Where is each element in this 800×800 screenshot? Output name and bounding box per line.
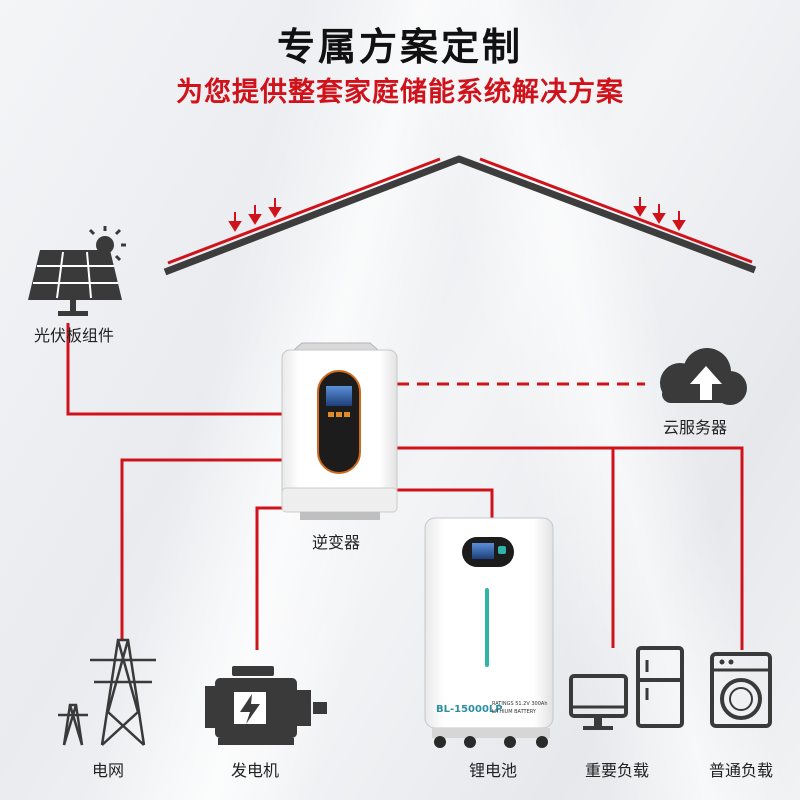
page-subtitle: 为您提供整套家庭储能系统解决方案 bbox=[176, 77, 624, 108]
inverter-label: 逆变器 bbox=[312, 533, 361, 552]
generator-icon bbox=[205, 666, 327, 745]
generator-label: 发电机 bbox=[231, 761, 280, 780]
important-load-label: 重要负载 bbox=[585, 761, 650, 780]
sunlight-arrows-left bbox=[228, 198, 282, 232]
inverter-unit bbox=[281, 342, 398, 520]
battery-model-label: BL-15000LP bbox=[436, 704, 503, 715]
fridge-icon bbox=[636, 646, 684, 728]
normal-load-label: 普通负载 bbox=[709, 761, 774, 780]
monitor-icon bbox=[569, 674, 628, 730]
washing-machine-icon bbox=[710, 652, 772, 728]
battery-unit: BL-15000LP RATINGS 51.2V 300Ah LITHIUM B… bbox=[424, 517, 554, 748]
solar-panel-label: 光伏板组件 bbox=[34, 326, 115, 345]
battery-plate-line1: RATINGS 51.2V 300Ah bbox=[492, 701, 548, 707]
wiring bbox=[66, 323, 744, 650]
roof bbox=[163, 155, 757, 276]
battery-plate-line2: LITHIUM BATTERY bbox=[492, 709, 537, 715]
power-tower-icon bbox=[58, 638, 156, 746]
solar-panel-icon bbox=[28, 226, 126, 316]
sunlight-arrows-right bbox=[633, 197, 686, 231]
cloud-server-label: 云服务器 bbox=[663, 418, 728, 437]
page-title: 专属方案定制 bbox=[276, 25, 523, 69]
lithium-battery-label: 锂电池 bbox=[469, 761, 518, 780]
cloud-icon bbox=[660, 348, 747, 405]
grid-label: 电网 bbox=[92, 761, 125, 780]
